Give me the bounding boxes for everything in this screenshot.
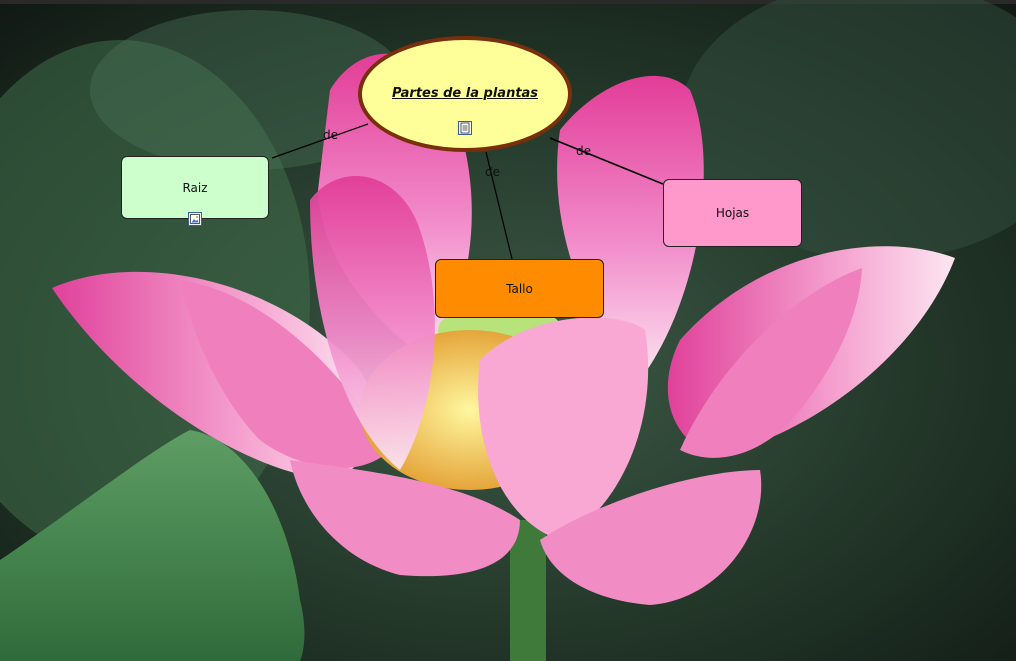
- concept-label-raiz: Raiz: [182, 181, 207, 195]
- concept-label-hojas: Hojas: [716, 206, 749, 220]
- concept-label-tallo: Tallo: [506, 282, 533, 296]
- concept-node-raiz[interactable]: Raiz: [121, 156, 269, 219]
- image-icon[interactable]: [188, 212, 202, 226]
- link-line-hojas: [550, 138, 663, 184]
- concept-node-hojas[interactable]: Hojas: [663, 179, 802, 247]
- link-label-tallo[interactable]: de: [483, 165, 502, 179]
- link-label-hojas[interactable]: de: [574, 144, 593, 158]
- main-concept-label: Partes de la plantas: [392, 86, 538, 101]
- concept-node-tallo[interactable]: Tallo: [435, 259, 604, 318]
- link-line-raiz: [272, 124, 368, 158]
- link-label-raiz[interactable]: de: [321, 128, 340, 142]
- document-icon[interactable]: [458, 121, 472, 135]
